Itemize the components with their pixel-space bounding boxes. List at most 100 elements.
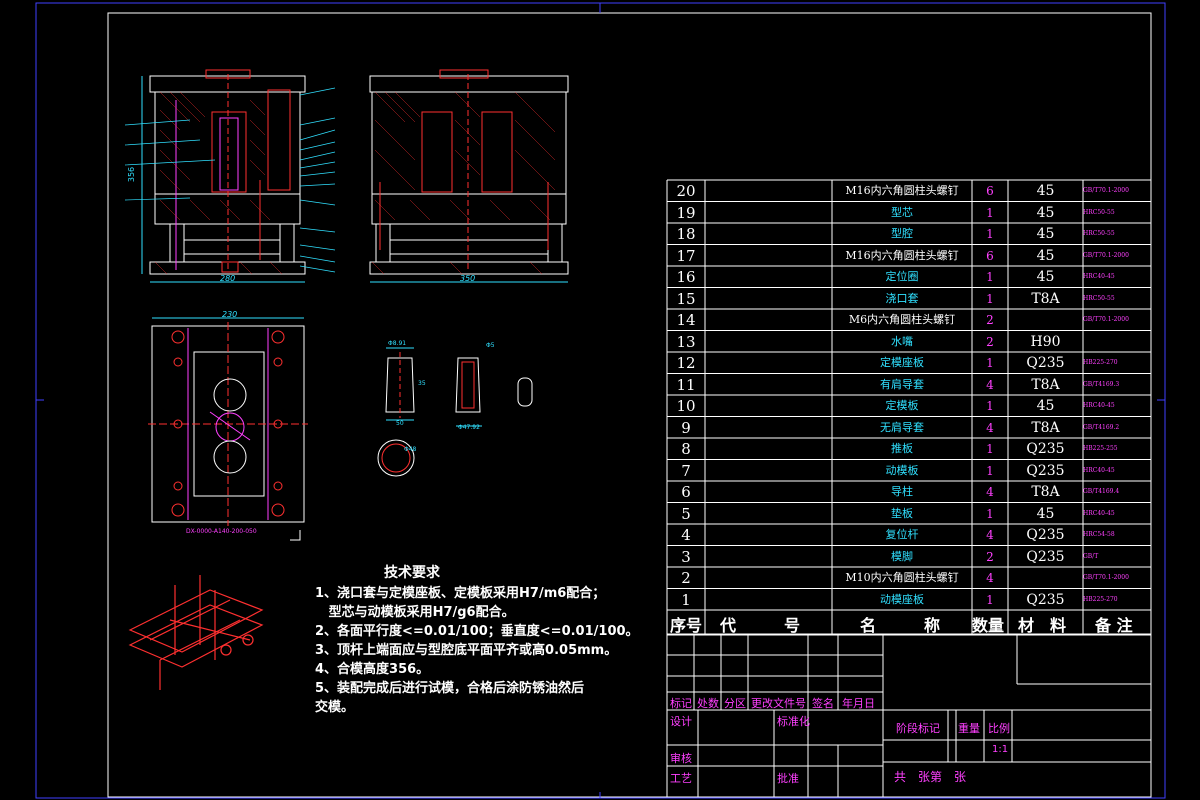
tb-sign: 签名 [812,697,834,710]
bom-row-material: T8A [1031,376,1060,393]
bom-row-material: Q235 [1026,527,1065,543]
bom-row-material: T8A [1031,484,1060,500]
bom-row-material: 45 [1036,269,1055,285]
bom-row-remark: HB225-270 [1083,595,1118,603]
bom-row-material: 45 [1036,398,1055,414]
bom-row-name: 无肩导套 [880,420,924,434]
part-dim-label: 50 [396,420,404,427]
tb-change-doc: 更改文件号 [751,697,806,710]
bom-row-no: 9 [681,418,691,437]
bom-row-remark: GB/T4169.2 [1083,423,1120,431]
bom-row-qty: 1 [986,356,994,370]
tech-requirement-line: 型芯与动模板采用H7/g6配合。 [315,605,515,620]
bom-row-no: 2 [681,569,691,587]
bom-row-name: M10内六角圆柱头螺钉 [845,571,959,584]
bom-row-qty: 1 [986,399,994,413]
bom-row-material: Q235 [1026,462,1065,479]
bom-row-no: 1 [681,590,691,609]
tb-scale-value: 1:1 [992,744,1009,755]
bom-row-remark: HB225-270 [1083,359,1118,366]
tb-standardize: 标准化 [777,715,810,728]
bom-header-code: 代 号 [720,616,801,635]
tb-sheets: 共 张第 张 [894,770,967,784]
bom-row-name: M16内六角圆柱头螺钉 [845,184,959,197]
bom-row-name: 垫板 [891,506,913,520]
tb-scale: 比例 [988,722,1010,735]
bom-row-material: Q235 [1026,548,1065,565]
bom-row-name: 复位杆 [885,528,919,541]
tb-process: 工艺 [670,772,692,785]
bom-row-remark: HRC40-45 [1083,273,1115,280]
tb-design: 设计 [670,715,692,728]
bom-row-remark: HB225-255 [1083,445,1118,452]
part-detail-view [377,347,533,477]
bom-row-qty: 4 [986,528,994,542]
bom-row-qty: 1 [986,205,994,220]
bom-row-no: 17 [676,246,696,265]
left-section-view [141,69,306,283]
tb-weight: 重量 [958,722,980,735]
title-block-grid [666,633,1152,798]
right-view-hatching [371,91,556,275]
plan-caption: DX-0000-A140-200-050 [186,528,257,535]
bom-row-qty: 4 [986,485,994,499]
bom-row-remark: GB/T70.1-2000 [1083,251,1129,259]
bom-row-remark: HRC50-55 [1083,208,1115,216]
bom-row-material: T8A [1031,419,1060,436]
bom-row-qty: 1 [986,270,994,284]
bom-row-no: 6 [681,483,691,501]
left-view-hatching [154,91,283,275]
bom-row-qty: 1 [986,506,994,521]
bom-row-no: 8 [681,440,691,458]
bom-header-no: 序号 [670,616,703,635]
part-dim-label: 35 [418,380,426,387]
bom-row-no: 19 [676,203,696,222]
bom-header-material: 材 料 [1018,616,1067,635]
tb-zone: 分区 [724,697,746,710]
bom-row-name: 型腔 [891,227,913,240]
right-width-dim: 350 [460,274,476,283]
bom-row-name: 模脚 [891,549,913,563]
bom-row-name: 推板 [891,442,913,455]
bom-row-no: 18 [676,225,696,243]
bom-row-no: 7 [681,461,691,480]
bom-row-qty: 1 [986,463,994,478]
bom-row-material: 45 [1036,505,1055,522]
bom-row-qty: 4 [986,571,994,585]
bom-row-qty: 2 [986,313,994,327]
bom-row-name: M6内六角圆柱头螺钉 [848,313,956,326]
bom-row-remark: GB/T4169.3 [1083,380,1120,388]
bom-row-no: 3 [681,547,691,566]
bom-row-material: 45 [1036,183,1055,199]
tb-stage-mark: 阶段标记 [896,722,940,735]
plan-width-dim: 230 [222,310,238,319]
bom-row-qty: 4 [986,377,994,392]
tech-requirement-line: 交模。 [315,700,355,715]
bom-row-material: H90 [1030,333,1061,350]
tb-mark: 标记 [670,697,692,710]
bom-row-qty: 1 [986,442,994,456]
bom-row-no: 13 [676,332,696,351]
bom-row-name: 动模板 [885,463,919,477]
bom-row-remark: GB/T [1083,552,1099,560]
bom-row-material: Q235 [1026,355,1065,371]
tech-requirement-line: 5、装配完成后进行试模，合格后涂防锈油然后 [315,681,585,696]
tb-review: 审核 [670,752,692,765]
tb-approve: 批准 [777,772,799,785]
tech-requirement-line: 2、各面平行度<=0.01/100；垂直度<=0.01/100。 [315,624,639,639]
plan-view [148,317,308,541]
bom-row-name: 定模座板 [880,356,924,369]
bom-row-name: 浇口套 [885,291,919,305]
bom-row-no: 15 [676,289,696,308]
bom-header-remark: 备 注 [1095,616,1133,635]
bom-row-qty: 1 [986,592,994,607]
tb-date: 年月日 [842,697,875,710]
bom-row-no: 14 [676,311,696,329]
bom-row-remark: HRC40-45 [1083,402,1115,409]
part-dim-label: Φ47.92 [458,424,480,431]
bom-row-name: 动模座板 [880,592,924,606]
bom-row-remark: GB/T70.1-2000 [1083,187,1129,194]
bom-row-no: 5 [681,504,691,523]
bom-row-material: 45 [1036,204,1055,221]
